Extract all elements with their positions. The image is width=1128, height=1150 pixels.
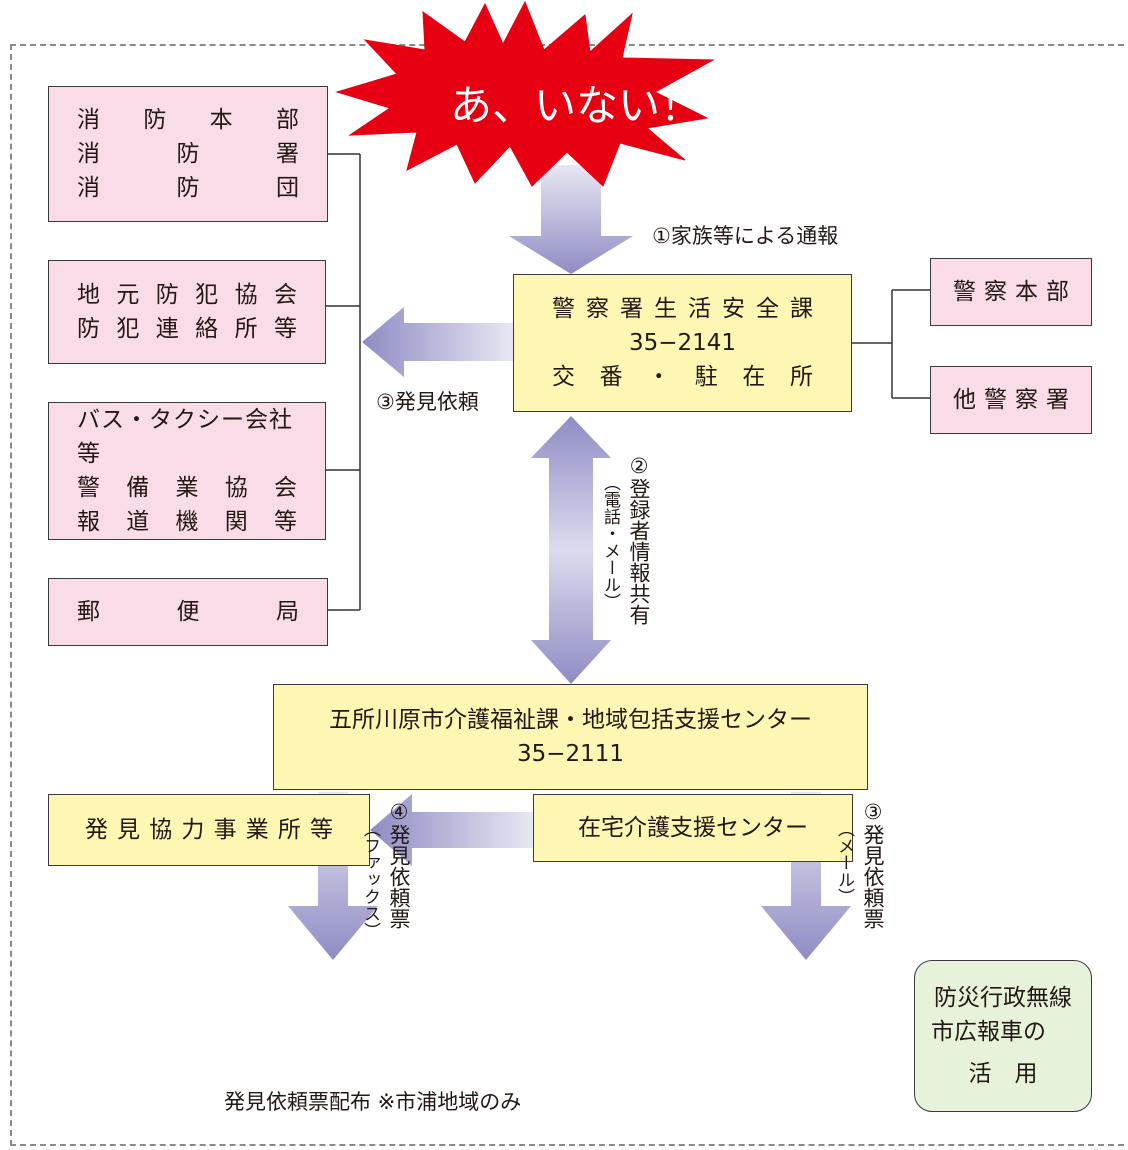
- homecare-left-arrow: [370, 794, 533, 866]
- crime-prevention-box: 地元防犯協会 防犯連絡所等: [48, 260, 326, 364]
- report-label: ①家族等による通報: [652, 224, 839, 248]
- police-station-box: 警察署生活安全課 35−2141 交番・駐在所: [513, 274, 852, 412]
- mail-arrow: [761, 792, 851, 960]
- fax-label: ④発見依頼票: [387, 800, 411, 929]
- report-arrow: [509, 165, 633, 274]
- home-care-box: 在宅介護支援センター: [533, 794, 853, 862]
- share-sub-label: （電話・メール）: [600, 474, 620, 610]
- police-phone: 35−2141: [628, 330, 737, 356]
- city-welfare-box: 五所川原市介護福祉課・地域包括支援センター 35−2111: [273, 684, 868, 790]
- right-bracket: [852, 289, 930, 399]
- request-left-arrow: [362, 307, 513, 377]
- mail-sub-label: （メール）: [834, 820, 854, 905]
- burst-text: あ、いない！: [450, 81, 703, 130]
- distribution-label: 発見依頼票配布 ※市浦地域のみ: [224, 1090, 522, 1114]
- police-hq-box: 警察本部: [930, 258, 1092, 326]
- other-police-box: 他警察署: [930, 366, 1092, 434]
- share-label: ②登録者情報共有: [627, 454, 651, 625]
- fire-box: 消防本部 消防署 消防団: [48, 86, 328, 222]
- city-phone: 35−2111: [516, 741, 625, 767]
- broadcast-box: 防災行政無線 市広報車の 活 用: [914, 960, 1092, 1112]
- mail-label: ③発見依頼票: [861, 800, 885, 929]
- fax-arrow: [288, 792, 378, 960]
- fax-sub-label: （ファックス）: [360, 820, 380, 939]
- burst-shape: [335, 0, 715, 187]
- request-left-label: ③発見依頼: [376, 390, 479, 414]
- left-bracket: [326, 153, 361, 611]
- share-arrow: [531, 416, 611, 684]
- discovery-cooperation-box: 発見協力事業所等: [48, 794, 370, 866]
- transport-security-box: バス・タクシー会社等 警備業協会 報道機関等: [48, 402, 326, 540]
- post-office-box: 郵便局: [48, 578, 328, 646]
